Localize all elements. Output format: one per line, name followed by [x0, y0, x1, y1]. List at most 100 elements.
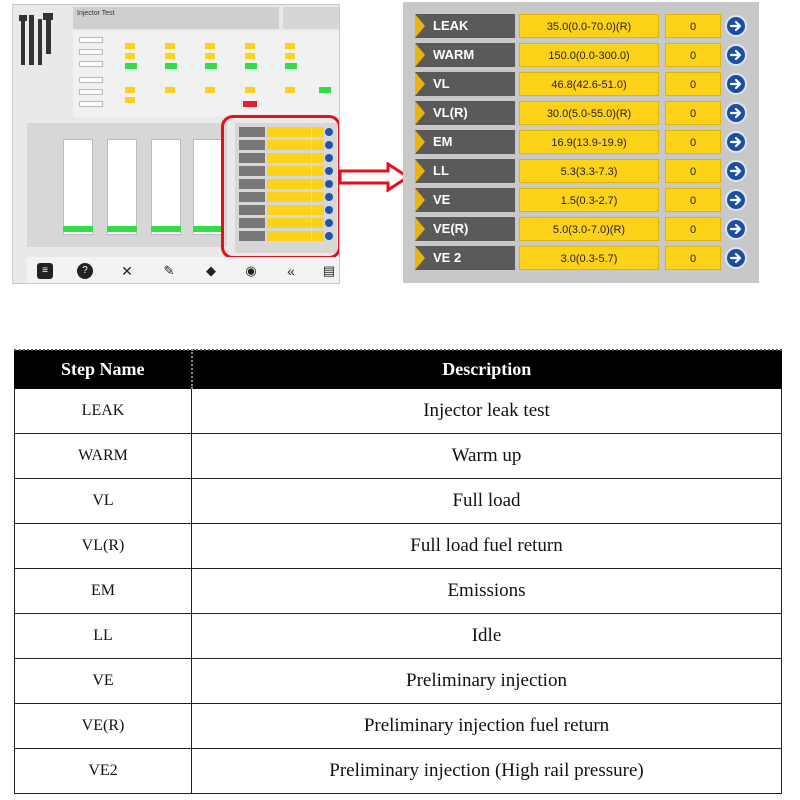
step-range-value: 5.0(3.0-7.0)(R) — [519, 217, 659, 241]
step-row: VE 1.5(0.3-2.7)0 — [415, 188, 747, 212]
back-icon[interactable]: « — [287, 263, 295, 279]
step-range-value: 3.0(0.3-5.7) — [519, 246, 659, 270]
step-name-button[interactable]: VL(R) — [415, 101, 515, 125]
table-row: VL(R)Full load fuel return — [14, 522, 782, 569]
step-range-value: 1.5(0.3-2.7) — [519, 188, 659, 212]
step-count-value: 0 — [665, 246, 721, 270]
step-row: VE(R)5.0(3.0-7.0)(R)0 — [415, 217, 747, 241]
step-row: VL(R) 30.0(5.0-55.0)(R)0 — [415, 101, 747, 125]
step-name-label: VL(R) — [433, 105, 468, 120]
step-name-cell: VE2 — [14, 747, 192, 794]
thumb-parameter-grid — [73, 31, 339, 117]
description-cell: Idle — [191, 612, 782, 659]
step-name-cell: VL — [14, 477, 192, 524]
step-go-button[interactable] — [725, 73, 747, 95]
step-go-button[interactable] — [725, 218, 747, 240]
step-count-value: 0 — [665, 217, 721, 241]
step-range-value: 30.0(5.0-55.0)(R) — [519, 101, 659, 125]
step-name-cell: WARM — [14, 432, 192, 479]
step-count-value: 0 — [665, 188, 721, 212]
description-cell: Preliminary injection fuel return — [191, 702, 782, 749]
thumb-title: Injector Test — [77, 10, 115, 17]
help-icon[interactable]: ? — [77, 263, 93, 279]
arrow-right-icon — [338, 162, 410, 192]
description-cell: Preliminary injection — [191, 657, 782, 704]
step-name-label: VE — [433, 192, 451, 207]
gauge-icon[interactable]: ◉ — [245, 263, 257, 278]
step-name-button[interactable]: WARM — [415, 43, 515, 67]
step-count-value: 0 — [665, 72, 721, 96]
step-count-value: 0 — [665, 101, 721, 125]
arrow-right-icon — [729, 136, 742, 148]
step-list-highlight-outline — [221, 115, 339, 259]
step-range-value: 5.3(3.3-7.3) — [519, 159, 659, 183]
table-row: VE(R)Preliminary injection fuel return — [14, 702, 782, 749]
step-name-label: LL — [433, 163, 449, 178]
tools-icon[interactable]: ✕ — [121, 263, 133, 279]
arrow-right-icon — [729, 194, 742, 206]
arrow-right-icon — [729, 252, 742, 264]
step-count-value: 0 — [665, 159, 721, 183]
step-go-button[interactable] — [725, 189, 747, 211]
step-row: VE 2 3.0(0.3-5.7)0 — [415, 246, 747, 270]
step-name-cell: LL — [14, 612, 192, 659]
step-name-label: EM — [433, 134, 453, 149]
step-name-button[interactable]: LEAK — [415, 14, 515, 38]
description-cell: Full load — [191, 477, 782, 524]
step-name-label: VE 2 — [433, 250, 462, 265]
step-name-cell: VE — [14, 657, 192, 704]
step-name-cell: VE(R) — [14, 702, 192, 749]
step-count-value: 0 — [665, 43, 721, 67]
table-header-row: Step Name Description — [14, 349, 782, 389]
step-name-button[interactable]: VE — [415, 188, 515, 212]
step-name-button[interactable]: VE(R) — [415, 217, 515, 241]
list-icon[interactable]: ≡ — [37, 263, 53, 279]
injector-logo-icon — [19, 13, 53, 65]
thumb-measurement-area — [27, 123, 227, 247]
step-go-button[interactable] — [725, 44, 747, 66]
step-name-button[interactable]: EM — [415, 130, 515, 154]
turtle-icon[interactable]: ◆ — [206, 263, 216, 278]
step-go-button[interactable] — [725, 131, 747, 153]
description-cell: Full load fuel return — [191, 522, 782, 569]
thumb-title-bar: Injector Test — [73, 7, 279, 29]
step-go-button[interactable] — [725, 15, 747, 37]
step-name-button[interactable]: VE 2 — [415, 246, 515, 270]
arrow-right-icon — [729, 165, 742, 177]
injector-icon[interactable]: ✎ — [163, 263, 175, 278]
arrow-right-icon — [729, 78, 742, 90]
step-range-value: 16.9(13.9-19.9) — [519, 130, 659, 154]
step-count-value: 0 — [665, 130, 721, 154]
step-name-button[interactable]: VL — [415, 72, 515, 96]
step-name-button[interactable]: LL — [415, 159, 515, 183]
description-cell: Warm up — [191, 432, 782, 479]
thumb-step-list — [235, 123, 337, 253]
print-icon[interactable]: ▤ — [322, 263, 336, 278]
step-count-value: 0 — [665, 14, 721, 38]
step-name-label: LEAK — [433, 18, 469, 33]
step-name-cell: LEAK — [14, 387, 192, 434]
description-cell: Preliminary injection (High rail pressur… — [191, 747, 782, 794]
header-description: Description — [191, 349, 782, 389]
arrow-right-icon — [729, 20, 742, 32]
step-row: LL 5.3(3.3-7.3)0 — [415, 159, 747, 183]
injector-test-screenshot: Injector Test — [12, 4, 340, 284]
thumb-toolbar: ≡ ? ✕ ✎ ◆ ◉ « ▤ — [27, 257, 339, 283]
thumb-title-bar-right — [283, 7, 339, 29]
step-go-button[interactable] — [725, 102, 747, 124]
step-name-label: WARM — [433, 47, 475, 62]
description-cell: Emissions — [191, 567, 782, 614]
step-go-button[interactable] — [725, 247, 747, 269]
step-range-value: 35.0(0.0-70.0)(R) — [519, 14, 659, 38]
step-range-value: 150.0(0.0-300.0) — [519, 43, 659, 67]
arrow-right-icon — [729, 223, 742, 235]
step-name-cell: EM — [14, 567, 192, 614]
step-go-button[interactable] — [725, 160, 747, 182]
